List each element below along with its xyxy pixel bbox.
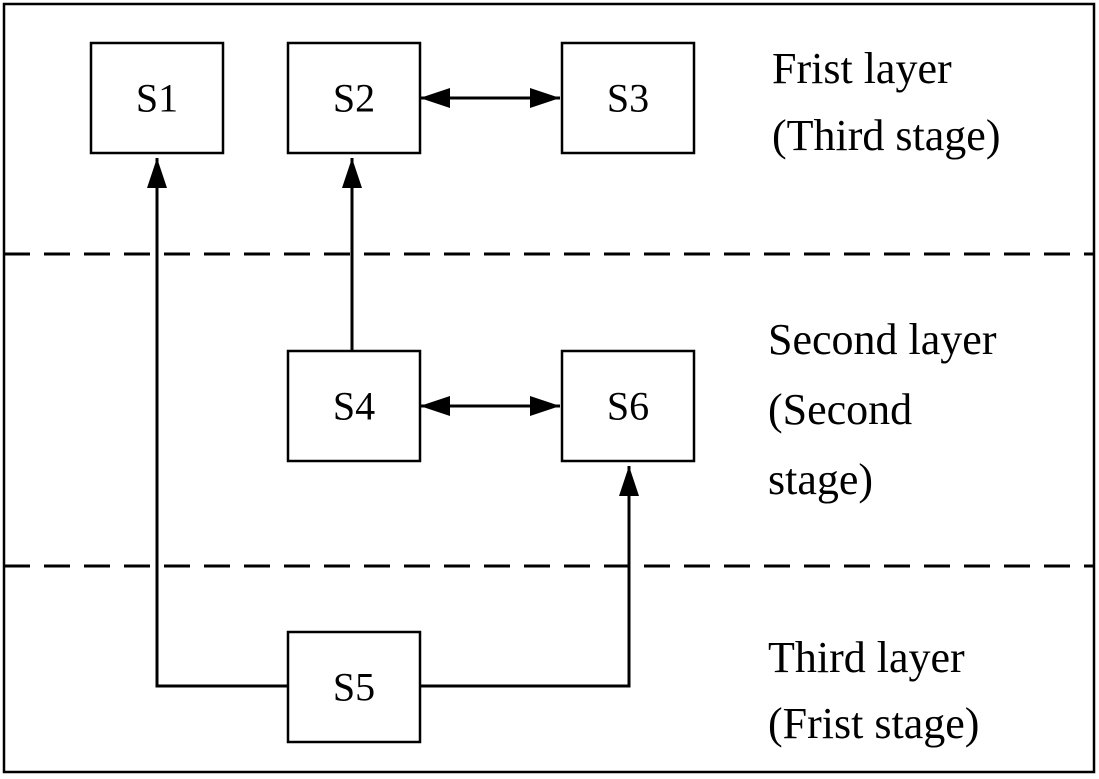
node-s2-label: S2 <box>333 76 375 121</box>
node-s4-label: S4 <box>333 384 375 429</box>
node-s1: S1 <box>89 41 225 155</box>
first-layer-label: Frist layer (Third stage) <box>772 44 1000 160</box>
third-layer-label: Third layer (Frist stage) <box>768 633 979 748</box>
node-s5-label: S5 <box>333 665 375 710</box>
node-s3-label: S3 <box>607 76 649 121</box>
first-layer-title: Frist layer <box>772 44 952 93</box>
third-layer-title: Third layer <box>768 633 965 682</box>
edge-s5-to-s1 <box>147 158 289 688</box>
node-s2: S2 <box>286 41 422 155</box>
node-s6-label: S6 <box>607 384 649 429</box>
node-s1-label: S1 <box>136 76 178 121</box>
second-layer-stage-line1: (Second <box>768 385 912 434</box>
node-s5: S5 <box>286 630 422 744</box>
edge-s5-to-s6 <box>418 466 639 688</box>
node-s3: S3 <box>560 41 696 155</box>
node-s6: S6 <box>560 349 696 463</box>
second-layer-stage-line2: stage) <box>768 455 873 504</box>
first-layer-stage: (Third stage) <box>772 111 1000 160</box>
node-s4: S4 <box>286 349 422 463</box>
second-layer-title: Second layer <box>768 315 997 364</box>
second-layer-label: Second layer (Second stage) <box>768 315 997 504</box>
third-layer-stage: (Frist stage) <box>768 699 979 748</box>
